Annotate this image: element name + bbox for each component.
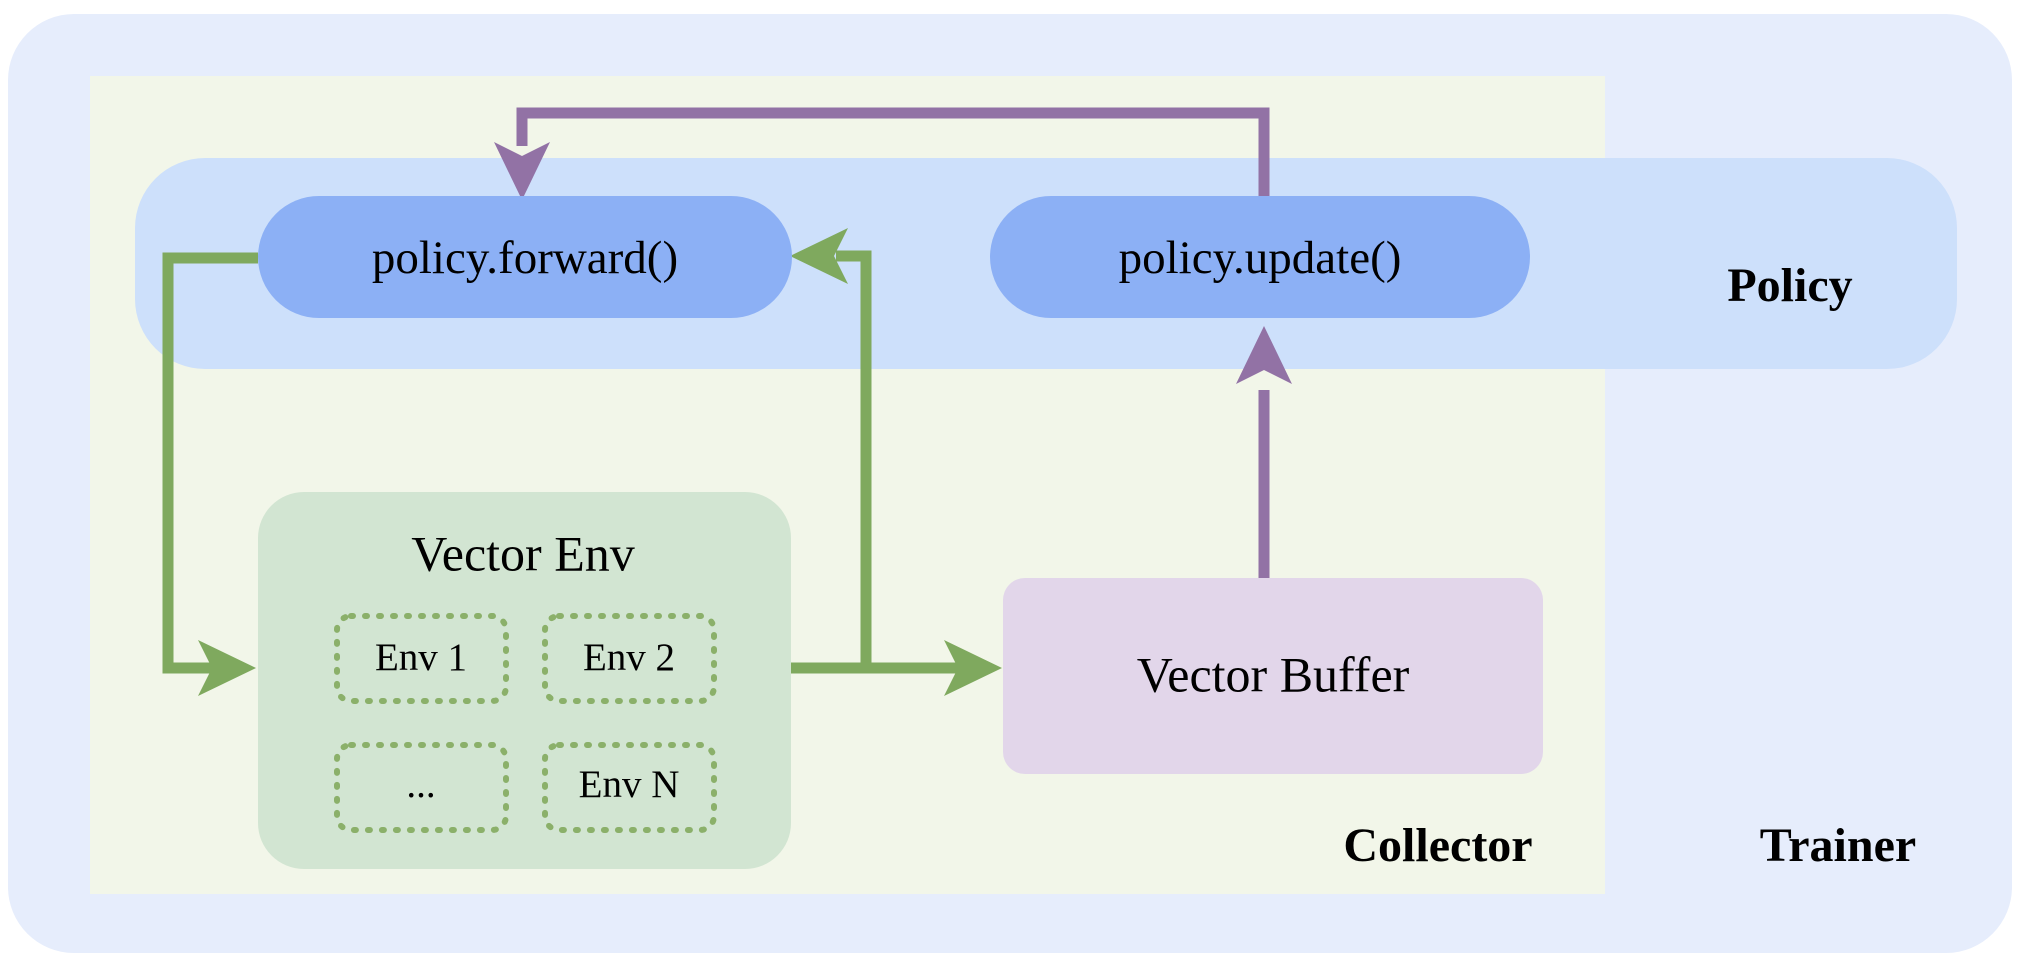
env-box-ellipsis-label: ... xyxy=(406,763,435,806)
env-box-1-label: Env 1 xyxy=(375,636,467,679)
arrowhead-into-policy-forward xyxy=(790,228,848,284)
trainer-container-label: Trainer xyxy=(1760,819,1916,872)
vector-buffer-node[interactable] xyxy=(1003,578,1543,774)
edge-env-to-forward xyxy=(836,250,872,668)
policy-container-label: Policy xyxy=(1727,259,1852,312)
arrowhead-into-vector-buffer xyxy=(944,640,1002,696)
env-box-1[interactable] xyxy=(334,613,509,704)
policy-forward-label: policy.forward() xyxy=(372,232,678,284)
policy-update-node[interactable] xyxy=(990,196,1530,318)
collector-container-label: Collector xyxy=(1343,819,1532,872)
edge-forward-to-env xyxy=(162,252,258,674)
env-box-n-label: Env N xyxy=(579,763,680,806)
env-box-2[interactable] xyxy=(542,613,717,704)
arrowhead-into-policy-forward-purple xyxy=(494,142,550,200)
vector-env-title: Vector Env xyxy=(411,525,635,581)
policy-update-label: policy.update() xyxy=(1119,232,1402,284)
vector-buffer-label: Vector Buffer xyxy=(1137,646,1410,702)
edge-update-to-forward xyxy=(516,107,1270,197)
vector-env-node[interactable] xyxy=(258,492,791,869)
arrowhead-into-policy-update xyxy=(1236,326,1292,384)
env-box-n[interactable] xyxy=(542,742,717,833)
env-box-ellipsis[interactable] xyxy=(334,742,509,833)
policy-forward-node[interactable] xyxy=(258,196,792,318)
arrowhead-into-vector-env xyxy=(198,640,256,696)
env-box-2-label: Env 2 xyxy=(583,636,675,679)
